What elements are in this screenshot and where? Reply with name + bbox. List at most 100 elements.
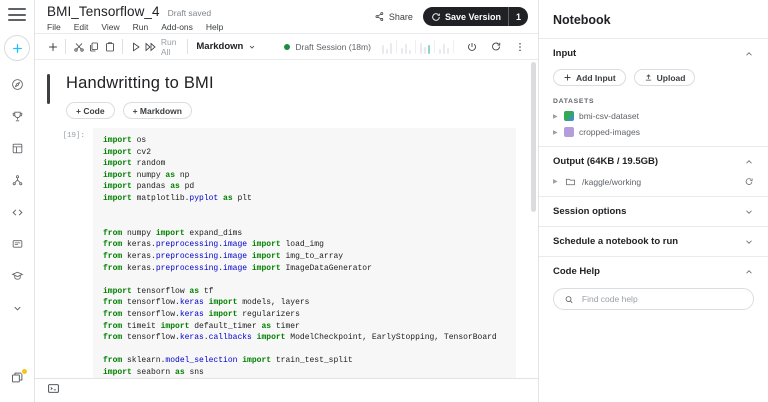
sidebar-item-discussions[interactable] (4, 232, 30, 256)
menu-help[interactable]: Help (205, 22, 224, 32)
sidebar-item-learn[interactable] (4, 264, 30, 288)
code-token: import (251, 263, 281, 273)
session-controls (462, 37, 530, 57)
code-token: pyplot (189, 193, 219, 203)
code-token: pd (179, 182, 195, 192)
main-column: BMI_Tensorflow_4 Draft saved File Edit V… (35, 0, 538, 402)
run-cell-button[interactable] (128, 37, 143, 57)
restart-button[interactable] (486, 37, 506, 57)
power-button[interactable] (462, 37, 482, 57)
vertical-scrollbar[interactable] (531, 62, 536, 212)
output-section-header[interactable]: Output (64KB / 19.5GB) (553, 156, 754, 167)
right-panel: Notebook Input Add Input Upload (538, 0, 768, 402)
code-token: . (218, 251, 224, 261)
cell-type-value: Markdown (196, 41, 244, 52)
sidebar-item-competitions[interactable] (4, 104, 30, 128)
add-cell-button[interactable] (45, 37, 60, 57)
code-icon (11, 208, 23, 216)
code-token: preprocessing (155, 240, 219, 250)
menu-view[interactable]: View (101, 22, 120, 32)
meter-ram (397, 40, 415, 54)
search-input[interactable] (581, 294, 743, 304)
refresh-icon (492, 42, 501, 50)
code-line: from keras.preprocessing.image import lo… (103, 239, 506, 251)
save-state-label: Draft saved (167, 8, 212, 18)
kebab-menu-icon (519, 42, 521, 51)
sidebar-item-code[interactable] (4, 200, 30, 224)
code-help-search[interactable] (553, 288, 754, 310)
session-status[interactable]: Draft Session (18m) (284, 42, 371, 52)
resource-meters[interactable] (378, 40, 454, 54)
input-section-header[interactable]: Input (553, 48, 754, 59)
create-button[interactable] (4, 35, 30, 61)
code-token: numpy (131, 170, 166, 180)
active-events-button[interactable] (10, 368, 28, 390)
share-button[interactable]: Share (374, 11, 413, 22)
sidebar-item-home[interactable] (4, 72, 30, 96)
add-code-button[interactable]: + Code (66, 102, 115, 119)
sidebar-expand-button[interactable] (4, 296, 30, 320)
code-line: from keras.preprocessing.image import im… (103, 251, 506, 263)
run-all-icon (145, 42, 156, 51)
chevron-right-icon: ▶ (553, 113, 558, 120)
code-token: from (103, 356, 123, 366)
code-token: preprocessing (155, 263, 219, 273)
code-help-header[interactable]: Code Help (553, 266, 754, 277)
upload-button[interactable]: Upload (633, 69, 696, 86)
code-token: import (103, 286, 132, 296)
code-token: as (165, 170, 176, 180)
more-options-button[interactable] (510, 37, 530, 57)
refresh-icon[interactable] (744, 177, 754, 187)
chevron-down-icon (13, 306, 21, 311)
code-token: sns (184, 367, 204, 377)
chevron-down-icon (250, 45, 255, 49)
refresh-icon (432, 12, 440, 21)
add-markdown-button[interactable]: + Markdown (122, 102, 192, 119)
schedule-header[interactable]: Schedule a notebook to run (553, 236, 754, 247)
cut-button[interactable] (71, 37, 86, 57)
code-token: model_selection (165, 356, 238, 366)
add-input-button[interactable]: Add Input (553, 69, 626, 86)
code-token: as (189, 286, 200, 296)
cell-type-select[interactable]: Markdown (196, 41, 256, 52)
console-button[interactable] (47, 382, 60, 400)
output-folder-row[interactable]: ▶ /kaggle/working (553, 176, 754, 187)
search-icon (565, 295, 573, 303)
session-options-header[interactable]: Session options (553, 206, 754, 217)
menu-file[interactable]: File (47, 22, 61, 32)
paste-button[interactable] (102, 37, 117, 57)
meter-cpu (378, 40, 396, 54)
notebook-header: BMI_Tensorflow_4 Draft saved File Edit V… (35, 0, 538, 33)
output-folder-label: /kaggle/working (582, 176, 642, 187)
code-token: from (103, 298, 123, 308)
datasets-icon (12, 143, 22, 153)
notebook-title[interactable]: BMI_Tensorflow_4 (47, 4, 160, 19)
code-line: from keras.preprocessing.image import Im… (103, 263, 506, 275)
code-token: import (208, 298, 238, 308)
learn-icon (11, 271, 23, 280)
dataset-item-bmi-csv[interactable]: ▶ bmi-csv-dataset (553, 111, 754, 121)
copy-button[interactable] (87, 37, 102, 57)
menu-addons[interactable]: Add-ons (161, 22, 193, 32)
menu-edit[interactable]: Edit (73, 22, 89, 32)
code-token: import (256, 333, 286, 343)
save-version-button[interactable]: Save Version 1 (422, 7, 528, 26)
run-all-label[interactable]: Run All (160, 36, 177, 57)
run-all-button[interactable] (143, 37, 158, 57)
title-row: BMI_Tensorflow_4 Draft saved (47, 4, 223, 19)
hamburger-icon[interactable] (8, 8, 26, 21)
code-token: import (103, 367, 132, 377)
sidebar-item-datasets[interactable] (4, 136, 30, 160)
dataset-item-cropped-images[interactable]: ▶ cropped-images (553, 127, 754, 137)
code-token: as (261, 321, 272, 331)
menu-run[interactable]: Run (132, 22, 149, 32)
markdown-cell[interactable]: Handwritting to BMI + Code + Markdown (35, 60, 538, 119)
session-options-title: Session options (553, 206, 627, 217)
code-token: import (251, 251, 281, 261)
sidebar-item-models[interactable] (4, 168, 30, 192)
toolbar-divider (186, 39, 188, 54)
code-token: import (103, 193, 132, 203)
share-label: Share (388, 11, 413, 22)
